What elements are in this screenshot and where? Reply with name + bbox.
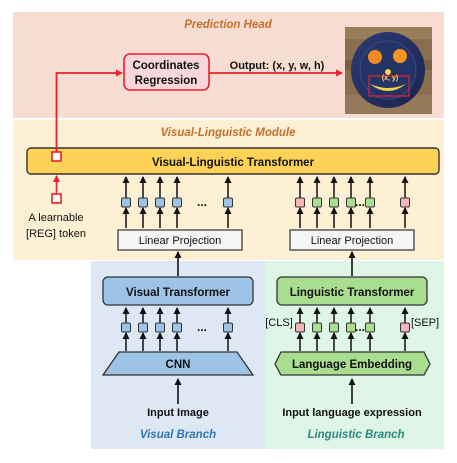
prediction-head-title: Prediction Head xyxy=(184,19,273,31)
token xyxy=(155,322,165,333)
linguistic-upper-tokens: ... xyxy=(295,176,410,228)
coordinates-regression-line2: Regression xyxy=(135,75,198,87)
coordinates-regression-box xyxy=(123,53,210,91)
reg-token-label-line2: [REG] token xyxy=(26,228,86,240)
linear-projection-linguistic-label: Linear Projection xyxy=(311,235,394,247)
token xyxy=(365,197,375,208)
result-image: (x, y) xyxy=(345,27,432,114)
vl-transformer-box xyxy=(26,147,440,175)
token xyxy=(138,197,148,208)
token xyxy=(121,322,131,333)
token xyxy=(172,322,182,333)
token xyxy=(295,197,305,208)
token xyxy=(223,197,233,208)
output-label: Output: (x, y, w, h) xyxy=(230,60,325,72)
ellipsis-label: ... xyxy=(197,320,207,334)
linguistic-transformer-label: Linguistic Transformer xyxy=(290,287,415,299)
vl-transformer-label: Visual-Linguistic Transformer xyxy=(152,157,315,169)
token xyxy=(312,322,322,333)
reg-token-label-line1: A learnable xyxy=(28,212,83,224)
token xyxy=(400,197,410,208)
sep-label: [SEP] xyxy=(411,317,439,329)
token xyxy=(400,322,410,333)
token xyxy=(155,197,165,208)
visual-lower-tokens: ... xyxy=(121,307,233,351)
token xyxy=(295,322,305,333)
visual-transformer-box xyxy=(102,276,254,306)
input-language-label: Input language expression xyxy=(282,407,422,419)
ellipsis-label: ... xyxy=(355,320,365,334)
ellipsis-label: ... xyxy=(197,195,207,209)
linear-projection-visual-box xyxy=(117,229,243,251)
linear-projection-linguistic-box xyxy=(289,229,415,251)
bbox-highlight xyxy=(368,75,410,97)
linguistic-branch-title: Linguistic Branch xyxy=(307,429,404,441)
token xyxy=(365,322,375,333)
cnn-block xyxy=(101,351,255,376)
token xyxy=(312,197,322,208)
visual-transformer-label: Visual Transformer xyxy=(126,287,230,299)
token xyxy=(329,197,339,208)
token xyxy=(172,197,182,208)
input-image-label: Input Image xyxy=(147,407,209,419)
token xyxy=(223,322,233,333)
token xyxy=(138,322,148,333)
visual-branch-title: Visual Branch xyxy=(140,429,216,441)
token xyxy=(346,322,356,333)
reg-token-input xyxy=(51,193,62,204)
cnn-label: CNN xyxy=(166,359,191,371)
reg-token-output xyxy=(51,151,62,162)
linguistic-lower-tokens: ... xyxy=(295,307,410,351)
linear-projection-visual-label: Linear Projection xyxy=(139,235,222,247)
coordinates-regression-line1: Coordinates xyxy=(132,60,199,72)
token xyxy=(329,322,339,333)
vl-module-title: Visual-Linguistic Module xyxy=(160,127,296,139)
token xyxy=(121,197,131,208)
ellipsis-label: ... xyxy=(355,195,365,209)
language-embedding-block xyxy=(274,351,431,376)
cls-label: [CLS] xyxy=(265,317,293,329)
visual-upper-tokens: ... xyxy=(121,176,233,228)
language-embedding-label: Language Embedding xyxy=(292,359,412,371)
token xyxy=(346,197,356,208)
bbox-label: (x, y) xyxy=(382,75,398,82)
linguistic-transformer-box xyxy=(276,276,428,306)
reg-to-regression-arrow xyxy=(55,69,123,152)
